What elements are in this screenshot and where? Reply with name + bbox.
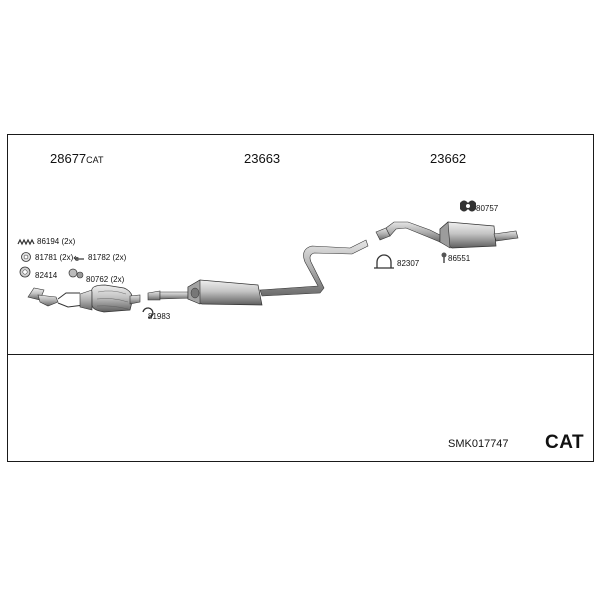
diagram-frame: [7, 134, 594, 462]
group-number: 23662: [430, 151, 467, 166]
part-label-82307: 82307: [397, 259, 420, 268]
catalytic-converter: [79, 284, 141, 313]
part-label-86194: 86194 (2x): [37, 237, 76, 246]
rear-pipe: [375, 221, 519, 249]
clamp-small-icon: [68, 268, 84, 279]
spring-icon: [17, 238, 35, 246]
frame-divider: [7, 354, 594, 355]
u-clamp-icon: [374, 254, 394, 269]
gasket-ring-icon: [21, 252, 31, 262]
group-suffix: CAT: [86, 155, 104, 165]
product-code: SMK017747: [448, 438, 509, 450]
part-label-80757: 80757: [476, 204, 499, 213]
part-label-82414: 82414: [35, 271, 58, 280]
part-label-80762: 80762 (2x): [86, 275, 125, 284]
clamp-ring-icon: [142, 307, 154, 319]
hanger-bolt-icon: [441, 252, 447, 263]
group-label-middle: 23663: [244, 152, 280, 165]
front-pipe: [27, 287, 85, 308]
category-label: CAT: [545, 432, 585, 453]
group-number: 23663: [244, 151, 281, 166]
part-label-81781: 81781 (2x): [35, 253, 74, 262]
middle-pipe: [147, 239, 369, 306]
group-label-rear: 23662: [430, 152, 466, 165]
flange-gasket-icon: [19, 266, 31, 278]
part-label-81782: 81782 (2x): [88, 253, 127, 262]
part-label-81983: 81983: [148, 312, 171, 321]
group-number: 28677: [50, 151, 87, 166]
part-label-86551: 86551: [448, 254, 471, 263]
rubber-mount-icon: [460, 200, 476, 212]
nut-arrow-icon: [73, 255, 78, 261]
group-label-front: 28677CAT: [50, 152, 104, 165]
